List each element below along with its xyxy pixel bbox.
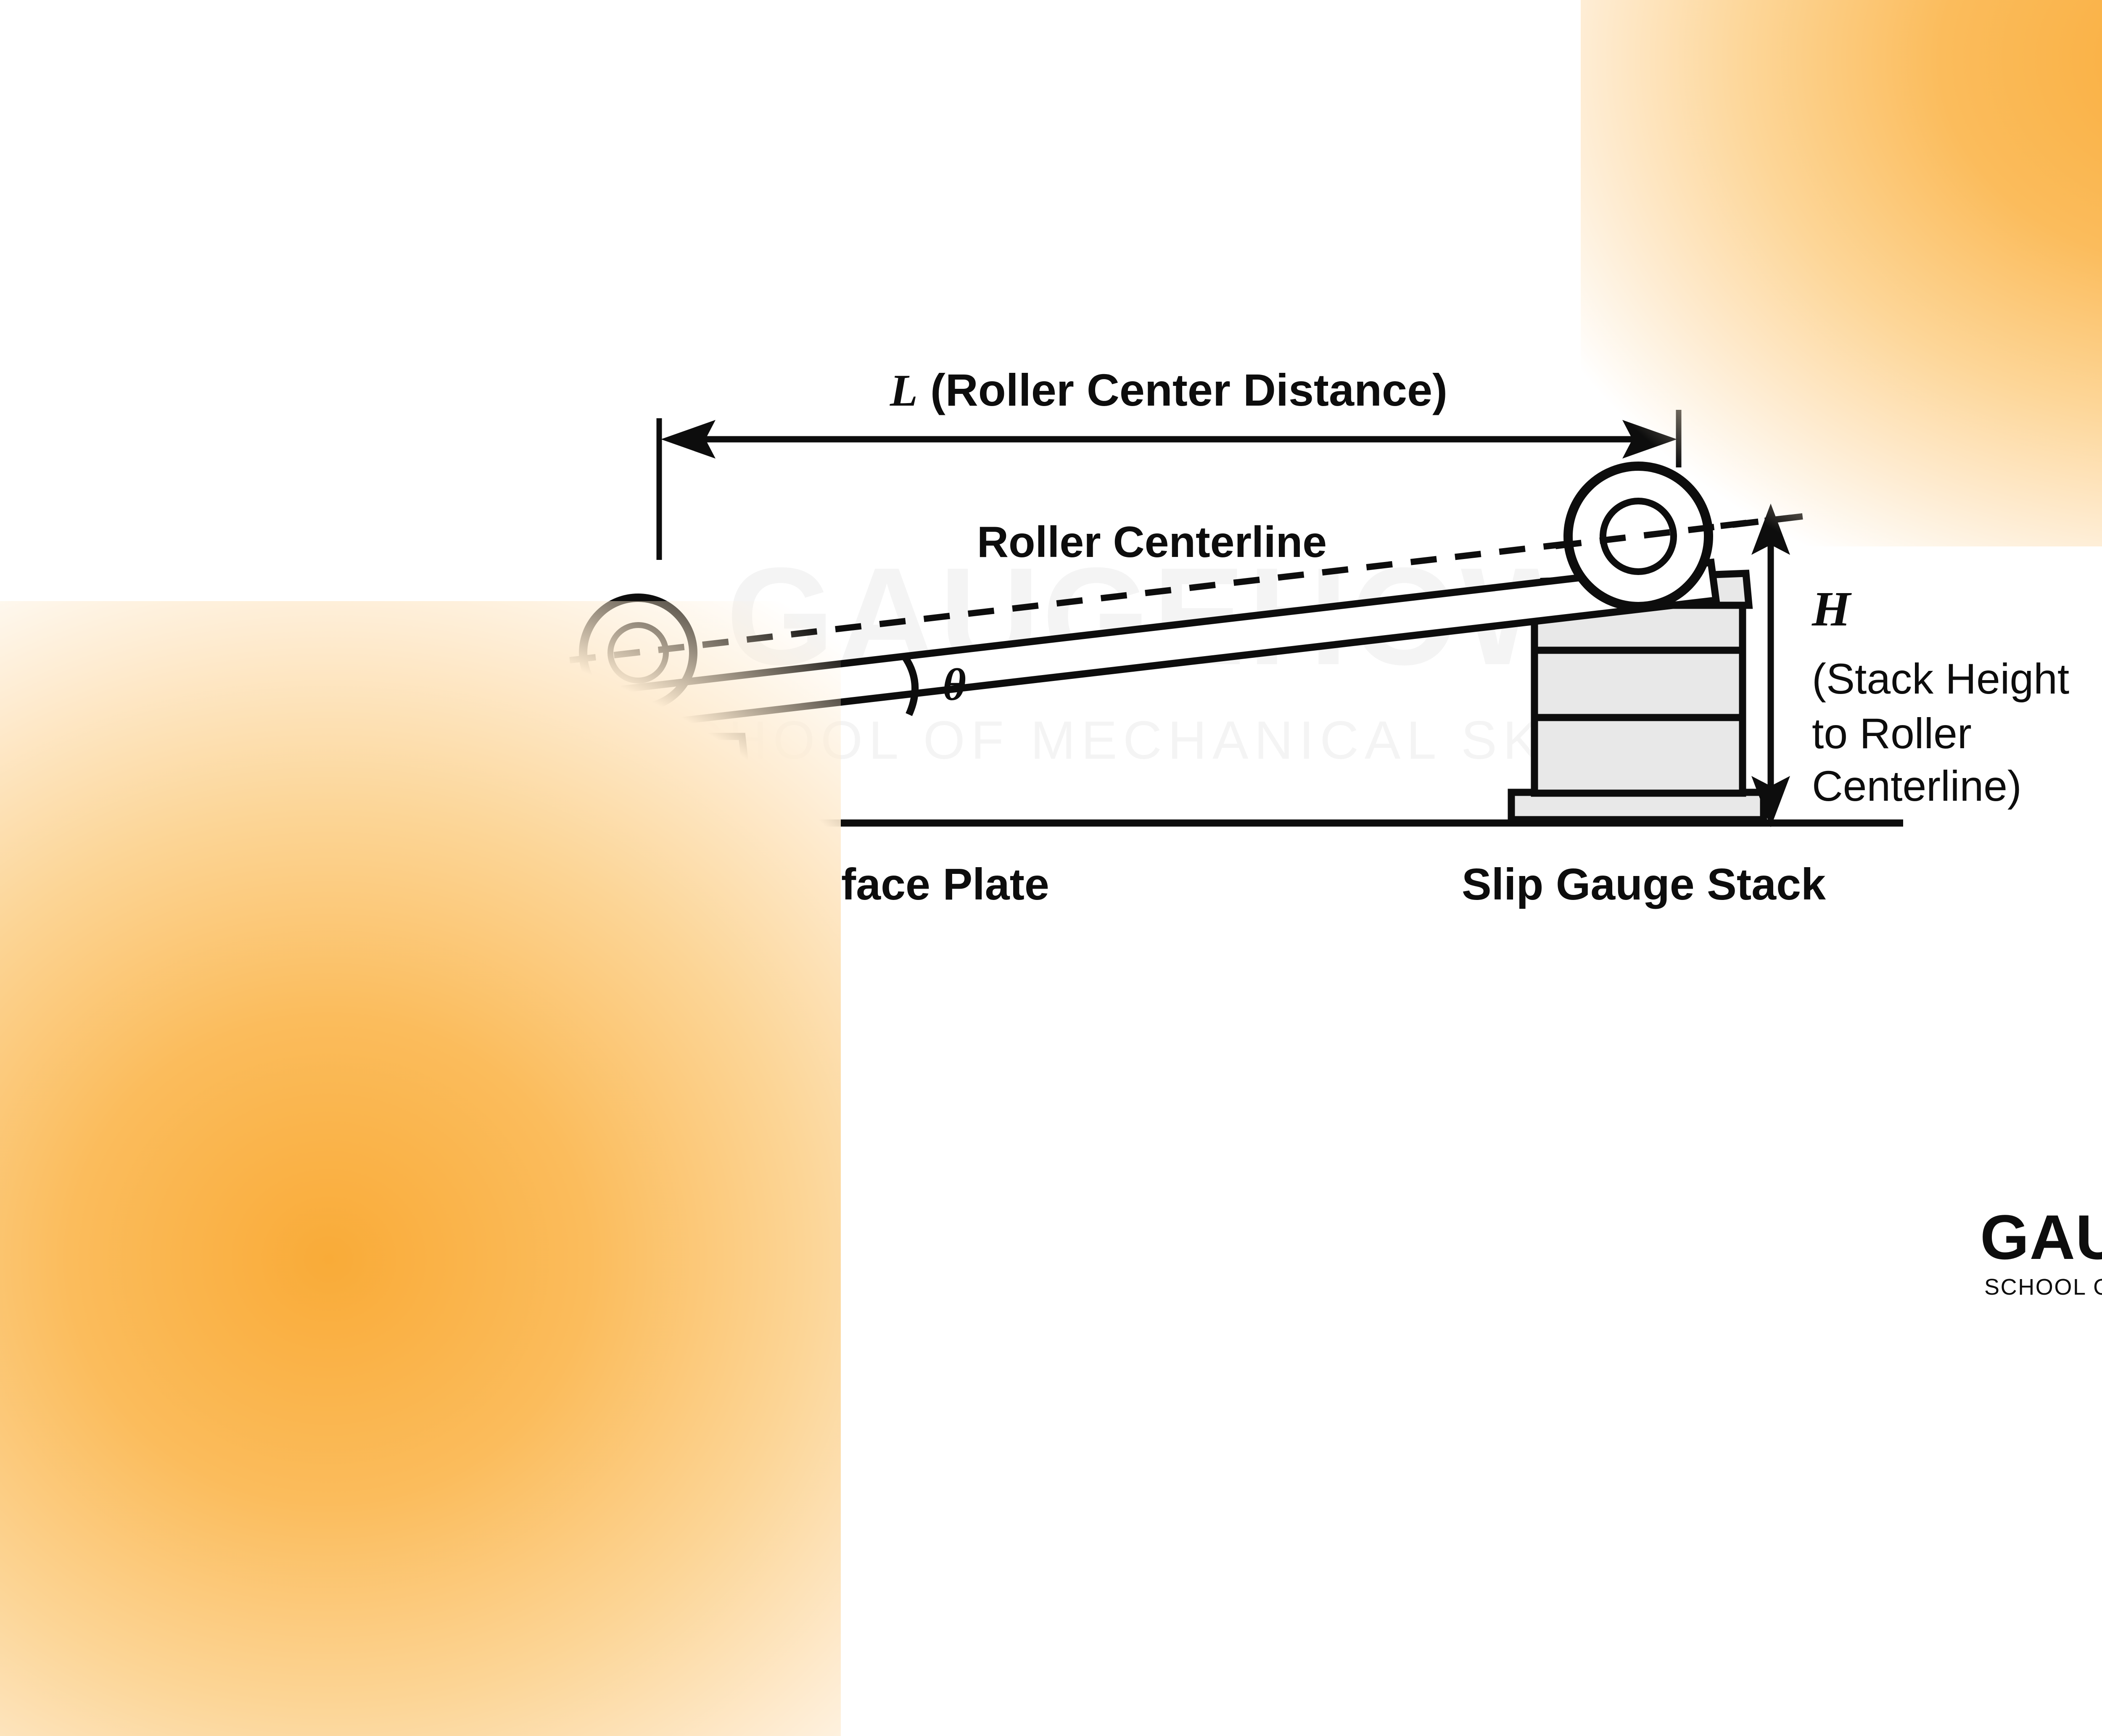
- dimension-H-description-line2: to Roller: [1812, 710, 1972, 757]
- angle-theta-label: θ: [943, 660, 966, 710]
- watermark-tagline: SCHOOL OF MECHANICAL SKILLS: [642, 710, 1679, 770]
- dimension-L-label: L (Roller Center Distance): [890, 364, 1447, 416]
- slip-gauge-stack-label: Slip Gauge Stack: [1462, 860, 1826, 909]
- roller-centerline-label: Roller Centerline: [977, 518, 1327, 567]
- dimension-H-description-line3: Centerline): [1812, 762, 2022, 810]
- slip-gauge-slab-3: [1531, 713, 1746, 797]
- angle-theta-arc: [901, 654, 919, 716]
- dimension-H-arrowhead-bottom: [1751, 776, 1790, 827]
- angle-theta-group: θ: [901, 654, 966, 716]
- logo-tagline: SCHOOL OF MECHANICAL SKILLS: [1984, 1274, 2102, 1300]
- right-roller-outer-circle: [1563, 462, 1713, 611]
- sine-bar-diagram: GAUGEHOW SCHOOL OF MECHANICAL SKILLS: [431, 364, 2102, 1300]
- logo-brand: GAUGEHOW®: [1980, 1202, 2102, 1272]
- dimension-L-description: (Roller Center Distance): [918, 364, 1447, 415]
- dimension-L-symbol: L: [890, 366, 918, 416]
- logo-brand-text: GAUGEHOW: [1980, 1202, 2102, 1272]
- slip-gauge-slab-2: [1531, 646, 1746, 721]
- surface-plate-label: Surface Plate: [767, 860, 1049, 909]
- dimension-L-arrowhead-left: [661, 420, 716, 459]
- dimension-H-description-line1: (Stack Height: [1812, 655, 2069, 703]
- gaugehow-logo-group[interactable]: GAUGEHOW® SCHOOL OF MECHANICAL SKILLS: [1980, 1202, 2102, 1300]
- dimension-H-group: H (Stack Height to Roller Centerline): [1751, 504, 2069, 827]
- dimension-H-symbol: H: [1812, 581, 1852, 636]
- left-support-block: [571, 733, 750, 788]
- left-support-block-group: [571, 733, 750, 788]
